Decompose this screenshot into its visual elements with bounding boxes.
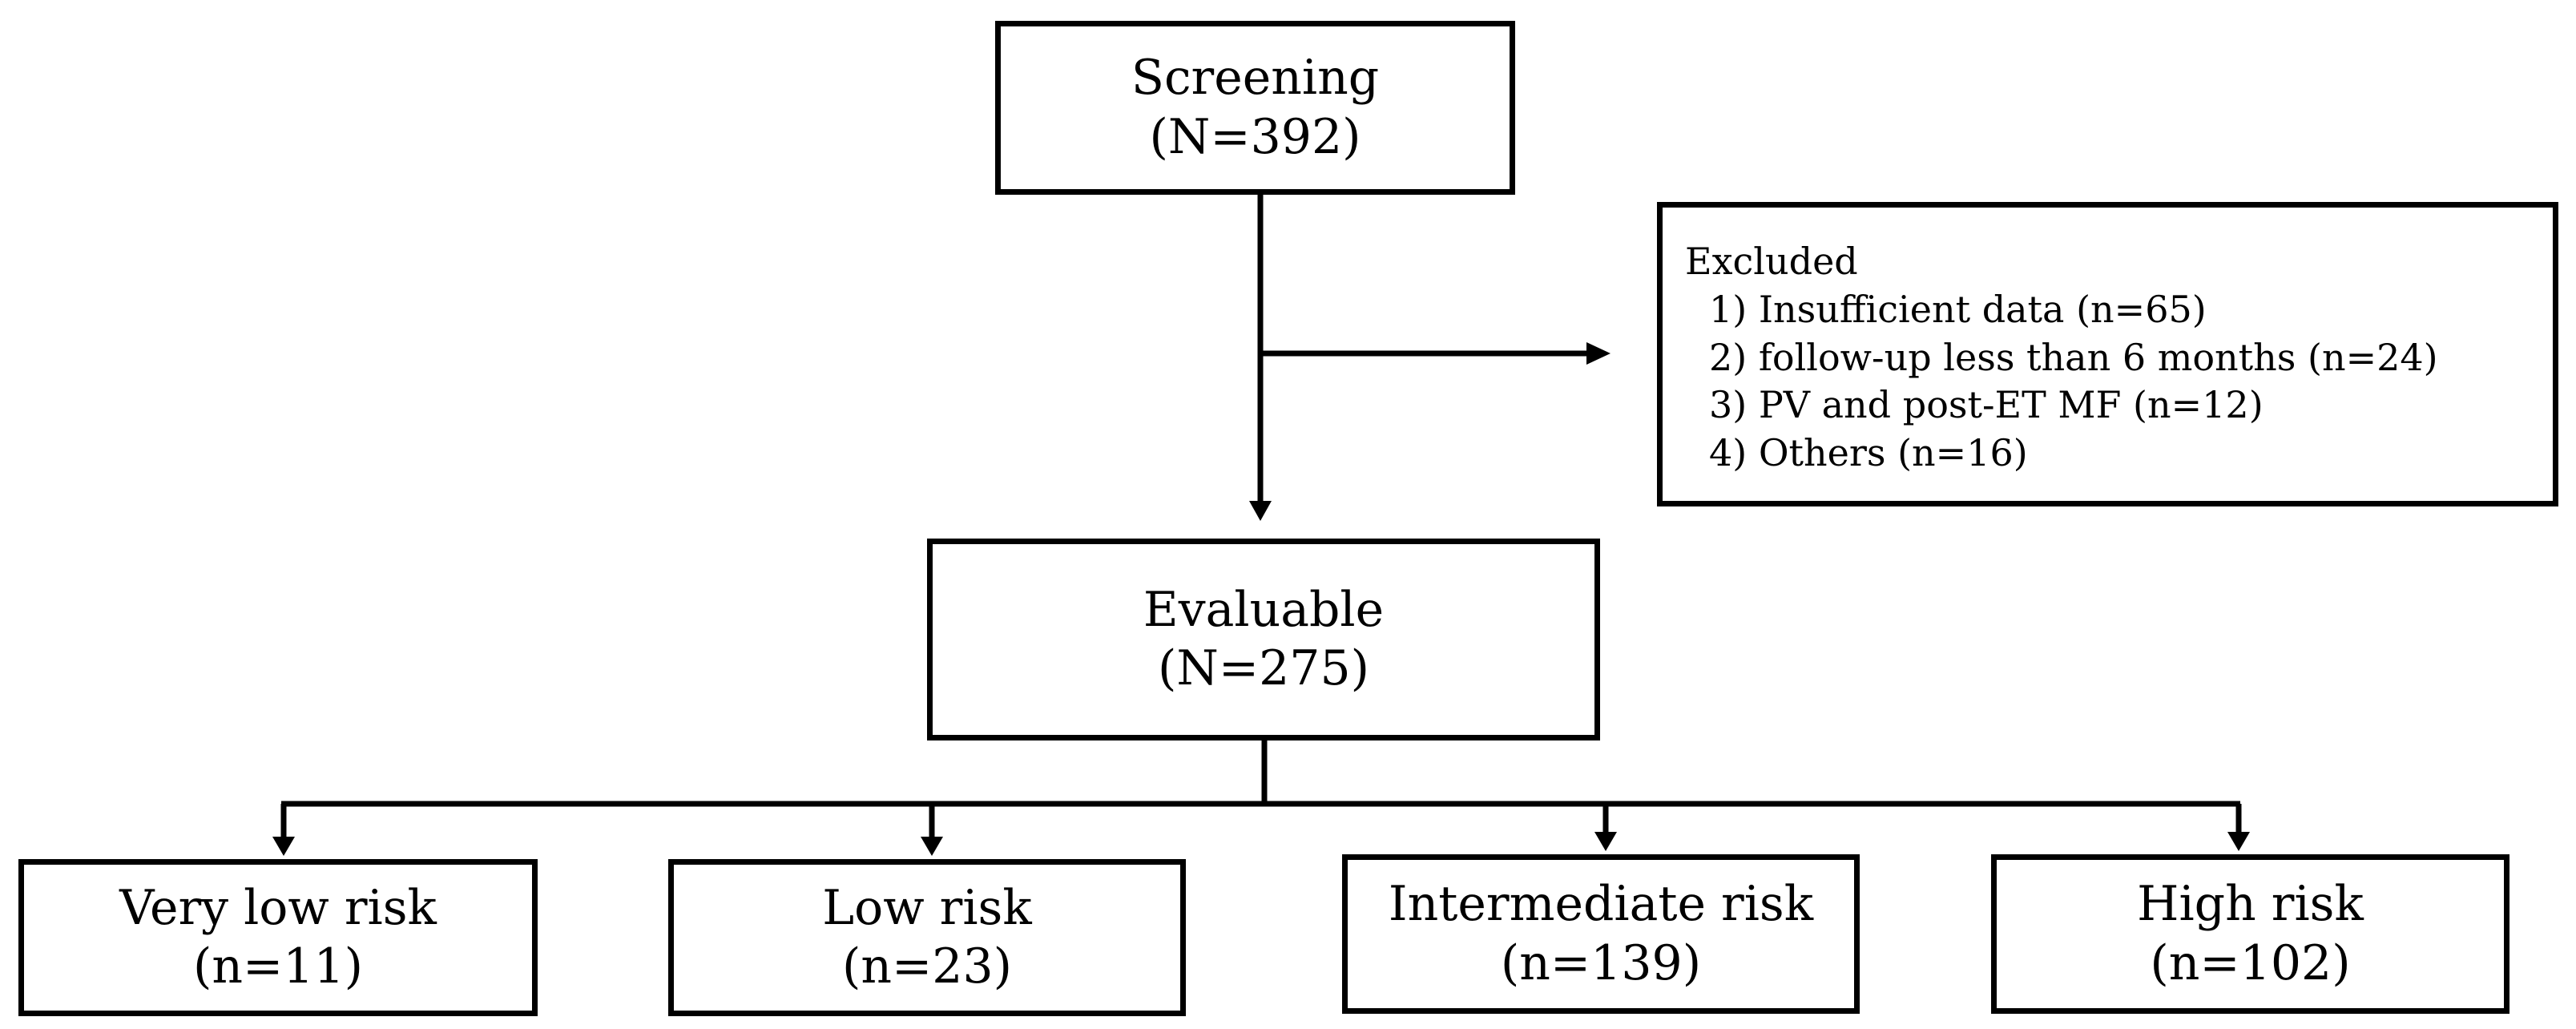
evaluable-title: Evaluable	[1143, 581, 1385, 638]
excluded-reason: 1) Insufficient data (n=65)	[1709, 287, 2207, 331]
evaluable-count: (N=275)	[1157, 640, 1370, 696]
arrowhead-low	[921, 837, 943, 856]
arrowhead-very-low	[272, 837, 295, 856]
screening-title: Screening	[1131, 50, 1380, 107]
group-box-very-low-risk: Very low risk (n=11)	[18, 859, 538, 1016]
group-box-low-risk: Low risk (n=23)	[668, 859, 1186, 1016]
screening-count: (N=392)	[1149, 108, 1361, 165]
arrowhead-intermediate	[1594, 832, 1617, 851]
group-label: High risk	[2137, 876, 2364, 933]
excluded-box: Excluded 1) Insufficient data (n=65) 2) …	[1657, 202, 2558, 506]
group-label: Intermediate risk	[1388, 876, 1814, 933]
arrowhead-excluded	[1586, 342, 1611, 365]
group-count: (n=11)	[192, 938, 364, 995]
group-count: (n=23)	[841, 938, 1013, 995]
excluded-reason: 3) PV and post-ET MF (n=12)	[1709, 383, 2264, 427]
group-label: Low risk	[822, 879, 1032, 936]
excluded-reason: 2) follow-up less than 6 months (n=24)	[1709, 335, 2438, 379]
group-box-high-risk: High risk (n=102)	[1991, 854, 2509, 1014]
excluded-title: Excluded	[1685, 240, 1858, 283]
group-box-intermediate-risk: Intermediate risk (n=139)	[1342, 854, 1860, 1014]
screening-box: Screening (N=392)	[995, 21, 1515, 195]
arrowhead-evaluable	[1249, 501, 1272, 521]
excluded-reason-list: 1) Insufficient data (n=65) 2) follow-up…	[1685, 286, 2438, 478]
excluded-reason: 4) Others (n=16)	[1709, 431, 2028, 475]
arrowhead-high	[2227, 832, 2250, 851]
group-label: Very low risk	[119, 879, 437, 936]
group-count: (n=102)	[2150, 934, 2351, 991]
evaluable-box: Evaluable (N=275)	[927, 539, 1600, 740]
group-count: (n=139)	[1500, 934, 1702, 991]
